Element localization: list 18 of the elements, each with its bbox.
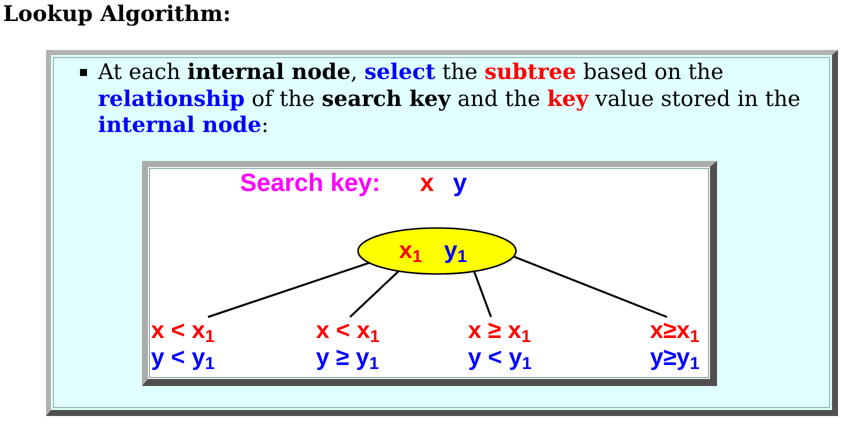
node-key-text: y$_{1}$ <box>444 237 467 265</box>
connector-line <box>349 270 400 318</box>
search-key-value: y <box>453 168 467 198</box>
info-panel <box>46 50 838 416</box>
bullet-text: At each internal node, select the subtree based on the relationship of the search key and the key value stored in the internal node: <box>98 60 802 140</box>
page-title: Lookup Algorithm: <box>3 2 231 28</box>
leaf-condition-label: x < x$_{1}$ y < y$_{1}$ <box>151 317 215 371</box>
connector-line <box>208 262 370 318</box>
tree-node-ellipse <box>357 227 517 275</box>
leaf-condition-label: x ≥ x$_{1}$ y < y$_{1}$ <box>468 317 532 371</box>
search-key-value: x <box>420 168 434 198</box>
leaf-condition-label: x≥x$_{1}$ y≥y$_{1}$ <box>650 317 700 371</box>
node-key-text: x$_{1}$ <box>399 237 422 265</box>
connector-line <box>513 256 668 318</box>
search-key-label: Search key: <box>240 168 380 198</box>
leaf-condition-label: x < x$_{1}$ y ≥ y$_{1}$ <box>316 317 380 371</box>
figure-frame <box>142 161 717 386</box>
connector-line <box>473 270 492 318</box>
